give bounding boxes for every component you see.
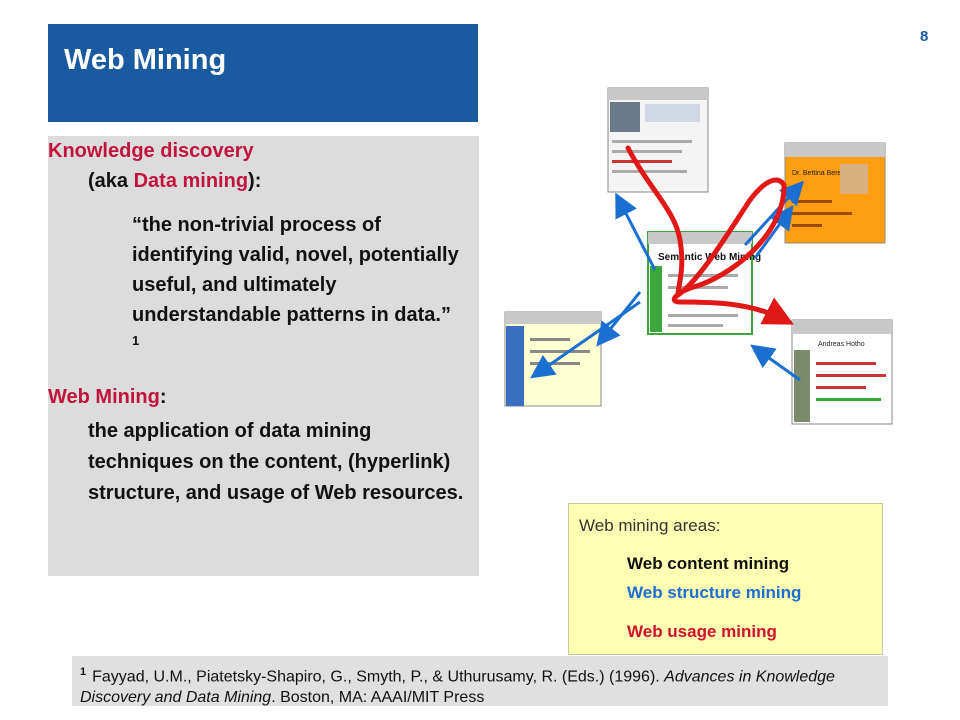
footnote-publisher: . Boston, MA: AAAI/MIT Press: [271, 689, 485, 707]
aka-suffix: ):: [248, 170, 262, 192]
footnote-panel: 1 Fayyad, U.M., Piatetsky-Shapiro, G., Sm…: [72, 656, 888, 706]
web-mining-areas-box: Web mining areas: Web content mining Web…: [568, 503, 883, 655]
web-mining-label: Web Mining: [48, 386, 160, 408]
content-panel: Knowledge discovery (aka Data mining): “…: [48, 136, 479, 576]
quote-text: “the non-trivial process of identifying …: [132, 214, 459, 326]
page-bottom-right-name: Andreas Hotho: [818, 341, 865, 348]
footnote: 1 Fayyad, U.M., Piatetsky-Shapiro, G., Sm…: [80, 662, 880, 708]
aka-prefix: (aka: [88, 170, 134, 192]
areas-title: Web mining areas:: [579, 516, 721, 535]
title-banner: Web Mining: [48, 24, 478, 122]
web-mining-heading: Web Mining:: [48, 386, 167, 409]
web-mining-colon: :: [159, 386, 167, 408]
aka-term: Data mining: [133, 170, 249, 192]
footnote-ref: 1: [132, 333, 140, 348]
area-content-mining: Web content mining: [627, 554, 790, 573]
page-right-name: Dr. Bettina Berendt: [792, 170, 851, 177]
footnote-authors: Fayyad, U.M., Piatetsky-Shapiro, G., Smy…: [92, 668, 665, 686]
webpage-thumbnail-top: [607, 87, 709, 193]
web-mining-definition: the application of data mining technique…: [88, 420, 464, 504]
area-usage-mining: Web usage mining: [627, 622, 777, 641]
footnote-book: Advances in Knowledge Discovery and Data…: [80, 668, 835, 707]
slide-title: Web Mining: [64, 44, 227, 76]
hyperlink-arrows: [530, 180, 805, 382]
knowledge-discovery-heading: Knowledge discovery: [48, 140, 254, 162]
footnote-marker: 1: [80, 666, 87, 678]
usage-path: [625, 145, 794, 325]
webpage-thumbnail-right: Dr. Bettina Berendt: [784, 142, 886, 244]
web-mining-diagram: Dr. Bettina Berendt Semantic Web Mining …: [504, 87, 893, 425]
kd-definition-quote: “the non-trivial process of identifying …: [132, 210, 462, 360]
webpage-thumbnail-bottom-right: Andreas Hotho: [791, 319, 893, 425]
webpage-thumbnail-left: [504, 311, 602, 407]
aka-line: (aka Data mining):: [88, 170, 261, 193]
slide-number: 8: [920, 28, 929, 45]
area-structure-mining: Web structure mining: [627, 583, 802, 602]
